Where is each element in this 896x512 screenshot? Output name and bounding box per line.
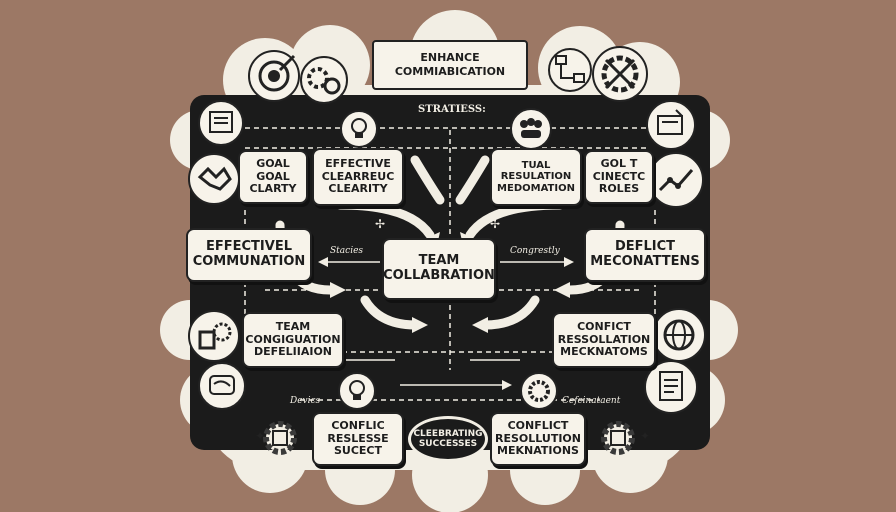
conflic-line-3: SUCECT: [333, 444, 383, 458]
conflict-resolution-mid-box: CONFICT RESSOLLATION MECKNATOMS: [552, 312, 656, 368]
effective-line-3: CLEARITY: [328, 182, 388, 196]
title-banner: ENHANCE COMMIABICATION: [372, 40, 528, 90]
svg-text:✢: ✢: [375, 217, 385, 231]
gear-small-icon: [520, 372, 558, 410]
left-arrow-label: Stacies: [330, 246, 364, 256]
notes-icon: [644, 360, 698, 414]
gear-left-bottom-icon: [258, 416, 302, 460]
team-people-icon: [510, 108, 552, 150]
goal-line-1: GOAL: [256, 157, 290, 171]
celebrating-line-1: CLEEBRATING: [413, 429, 483, 439]
team-collaboration-box: TEAM COLLABRATION: [382, 238, 496, 300]
team-line-2: CONGIGUATION: [245, 332, 341, 346]
effective-line-2: CLEARREUC: [321, 169, 395, 183]
left-main-line-2: COMMUNATION: [192, 254, 306, 269]
scroll-icon: [198, 362, 246, 410]
flowchart-icon: [548, 48, 592, 92]
conflic-line-1: CONFLIC: [331, 419, 385, 433]
center-line-2: COLLABRATION: [383, 268, 495, 283]
center-line-1: TEAM: [418, 253, 460, 269]
chart-gear-icon: [188, 310, 240, 362]
conflict2-line-3: MEKNATIONS: [497, 444, 579, 458]
goal-clarity-box: GOAL GOAL CLARTY: [238, 150, 308, 204]
conflict2-line-1: CONFLICT: [507, 419, 569, 433]
golt-roles-box: GOL T CINECTC ROLES: [584, 150, 654, 204]
goal-line-3: CLARTY: [249, 182, 297, 196]
conflict-resolution-bottom-box: CONFLICT RESOLLUTION MEKNATIONS: [490, 412, 586, 466]
celebrating-line-2: SUCCESSES: [418, 439, 478, 449]
svg-text:✢: ✢: [490, 217, 500, 231]
label-arrowheads: [318, 257, 574, 390]
svg-text:✦: ✦: [255, 429, 265, 443]
gear-right-bottom-icon: [596, 416, 640, 460]
lightbulb-small-icon: [338, 372, 376, 410]
effective-line-1: EFFECTIVE: [325, 157, 391, 171]
team-line-1: TEAM: [275, 320, 311, 334]
globe-icon: [652, 308, 706, 362]
tual-resulation-box: TUAL RESULATION MEDOMATION: [490, 148, 582, 206]
golt-line-3: ROLES: [598, 182, 640, 196]
right-main-line-2: MECONATTENS: [590, 254, 700, 269]
right-main-line-1: DEFLICT: [614, 239, 676, 255]
gears-icon: [300, 56, 348, 104]
lightbulb-icon: [340, 110, 378, 148]
subtitle-label: STRATIESS:: [418, 104, 486, 115]
left-main-line-1: EFFECTIVEL: [206, 239, 292, 255]
tual-line-2: RESULATION: [500, 171, 572, 183]
gear-cross-icon: [592, 46, 648, 102]
celebrating-successes-oval: CLEEBRATING SUCCESSES: [408, 416, 488, 462]
tual-line-3: MEDOMATION: [497, 182, 575, 194]
label-arrows: [320, 261, 572, 386]
conflict-line-2: RESSOLLATION: [557, 332, 651, 346]
conflict2-line-2: RESOLLUTION: [495, 431, 581, 445]
golt-line-2: CINECTC: [592, 169, 646, 183]
deflict-meconattens-box: DEFLICT MECONATTENS: [584, 228, 706, 282]
conflic-line-2: RESLESSE: [327, 431, 389, 445]
banner-line-1: ENHANCE: [420, 50, 480, 64]
right-arrow-label: Congrestly: [510, 246, 560, 256]
team-configuration-box: TEAM CONGIGUATION DEFELIIAION: [242, 312, 344, 368]
conflic-reslesse-box: CONFLIC RESLESSE SUCECT: [312, 412, 404, 466]
puzzle-map-icon: [188, 153, 240, 205]
bottom-right-label: Cefcinataent: [562, 396, 621, 406]
team-line-3: DEFELIIAION: [253, 345, 333, 359]
conflict-line-3: MECKNATOMS: [560, 345, 648, 359]
effective-communication-box: EFFECTIVEL COMMUNATION: [186, 228, 312, 282]
target-tools-icon: [248, 50, 300, 102]
svg-text:✦: ✦: [640, 429, 650, 443]
bottom-left-label: Devics: [290, 396, 321, 406]
goal-line-2: GOAL: [256, 169, 290, 183]
checklist-icon: [646, 100, 696, 150]
effective-clarity-box: EFFECTIVE CLEARREUC CLEARITY: [312, 148, 404, 206]
golt-line-1: GOL T: [600, 157, 638, 171]
document-icon: [198, 100, 244, 146]
banner-line-2: COMMIABICATION: [394, 65, 506, 78]
conflict-line-1: CONFICT: [577, 320, 631, 334]
trend-line-icon: [648, 152, 704, 208]
tual-line-1: TUAL: [521, 159, 551, 171]
